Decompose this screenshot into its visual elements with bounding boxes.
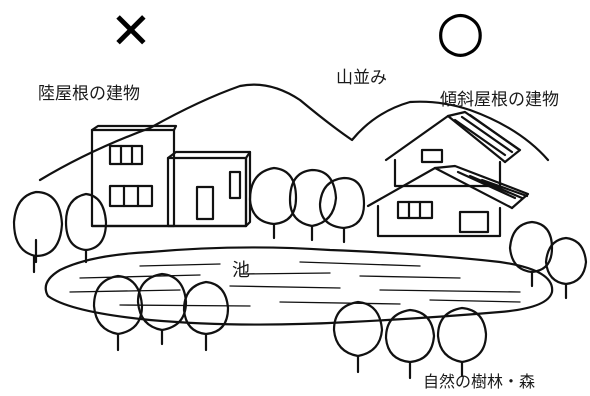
tree [318,176,366,244]
woods-label: 自然の樹林・森 [423,372,536,391]
tree [64,192,108,264]
pond-label: 池 [232,260,250,281]
tree [508,220,554,288]
flat-roof-label: 陸屋根の建物 [38,84,140,104]
tree [248,166,298,240]
tree [136,272,188,346]
tree [436,306,488,378]
good-mark: ○ [436,0,485,64]
mountains-label: 山並み [336,68,387,88]
sloped-roof-label: 傾斜屋根の建物 [440,90,559,110]
flat-roof-building [90,124,252,228]
bad-mark: ✕ [110,2,152,60]
tree [544,236,588,300]
tree [384,308,436,380]
mountain-ridge [38,83,550,182]
pond [44,246,554,326]
tree [182,280,230,352]
tree [332,300,384,374]
sloped-roof-building [366,110,530,238]
tree [288,168,338,242]
tree [12,190,64,274]
